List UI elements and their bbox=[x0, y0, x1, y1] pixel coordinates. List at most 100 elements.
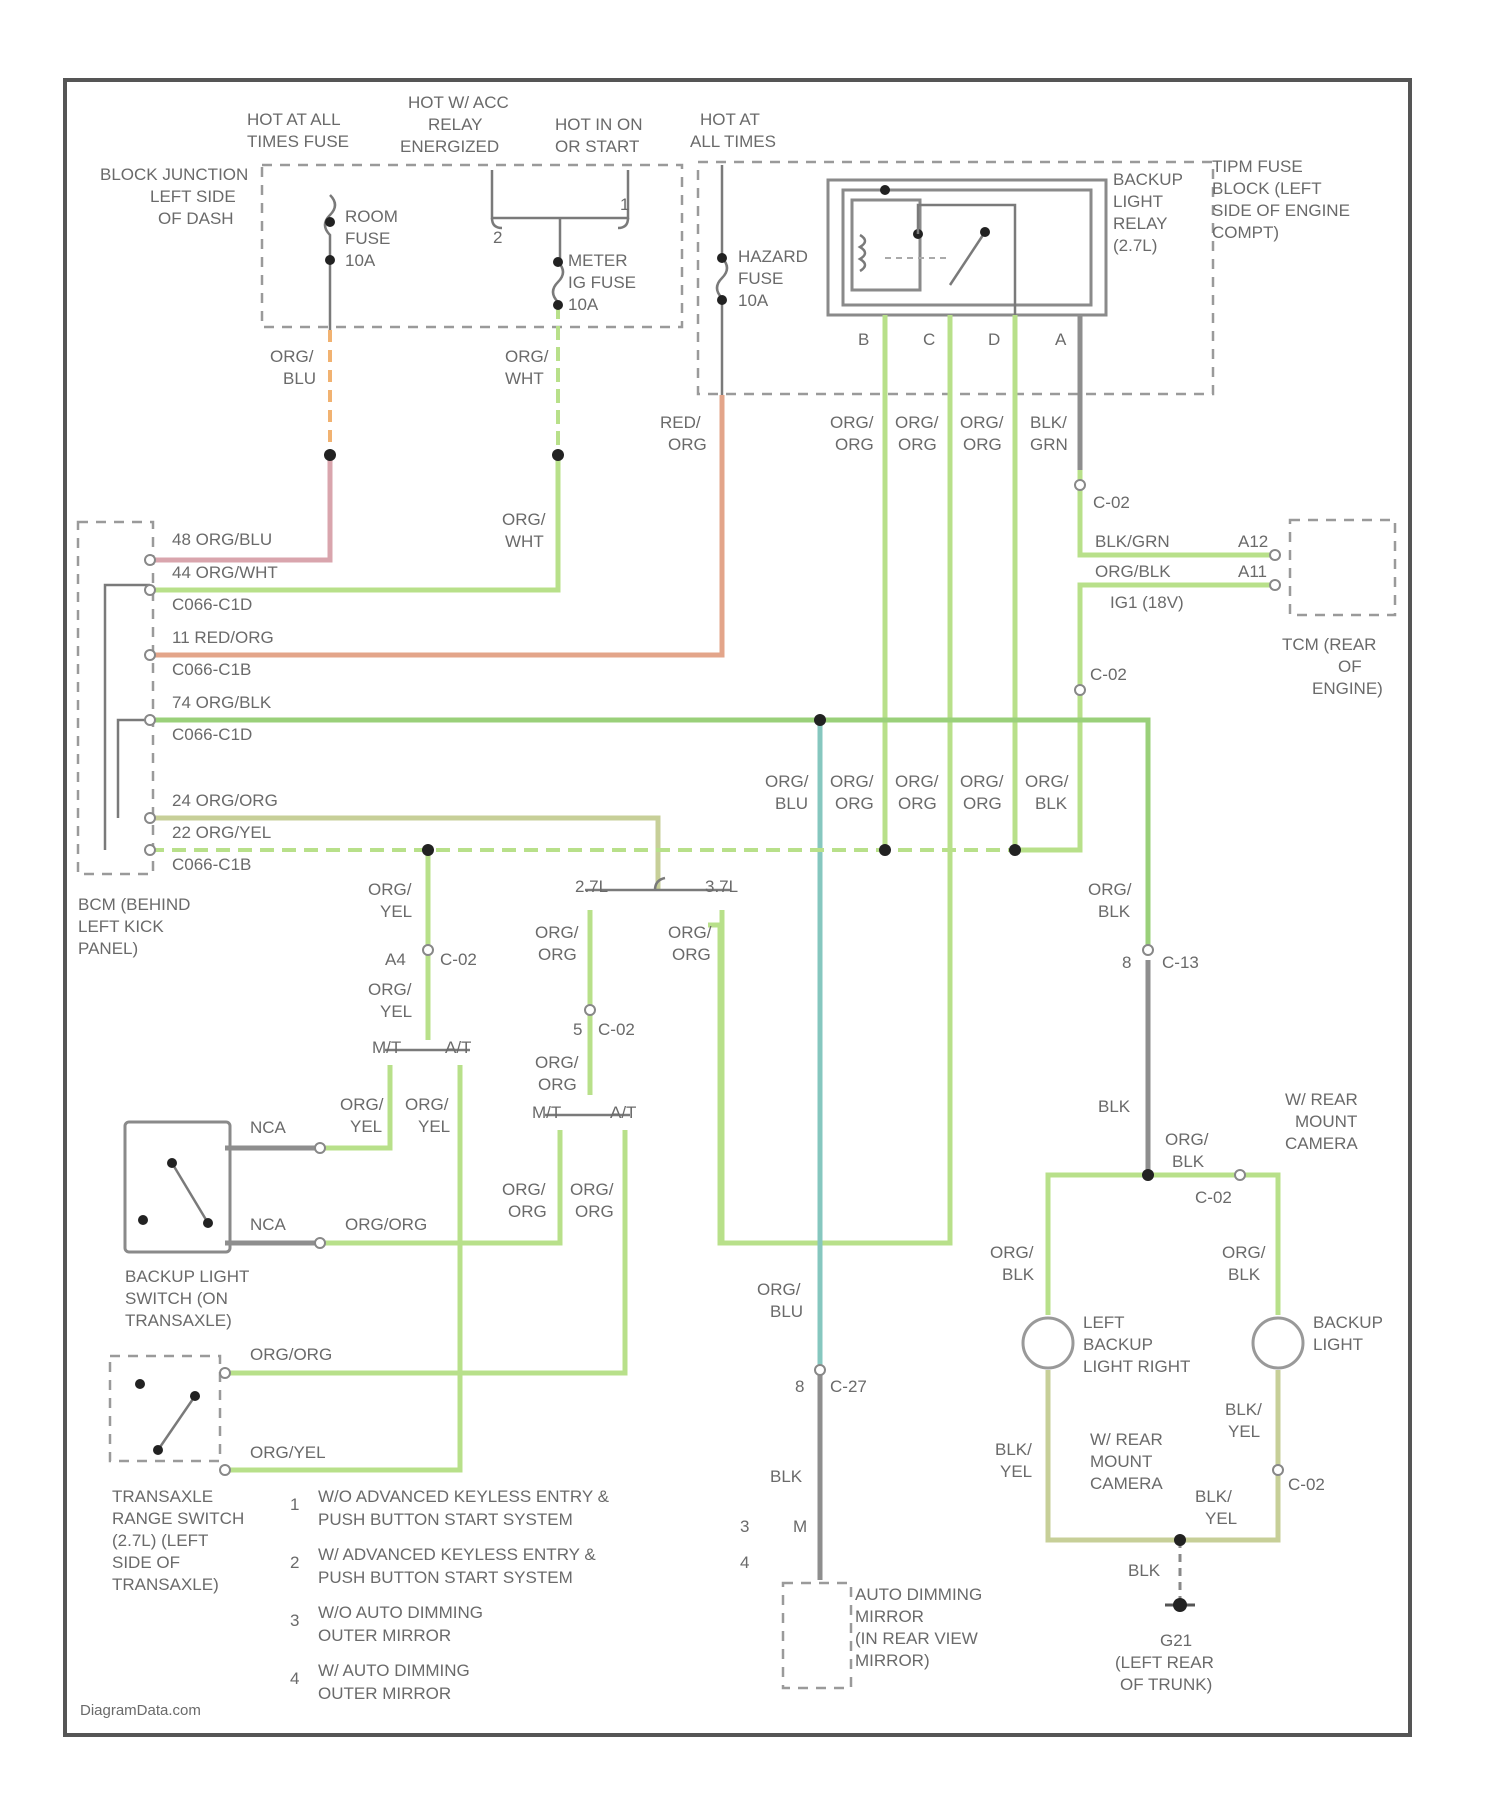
connector-label: C-02 bbox=[1288, 1475, 1325, 1494]
relay-pin-labels: B C D A bbox=[858, 330, 1067, 349]
svg-text:10A: 10A bbox=[568, 295, 599, 314]
svg-text:C: C bbox=[923, 330, 935, 349]
connector-label: C-02 bbox=[1093, 493, 1130, 512]
svg-text:ORG: ORG bbox=[538, 1075, 577, 1094]
svg-text:C066-C1B: C066-C1B bbox=[172, 855, 251, 874]
svg-text:BLOCK (LEFT: BLOCK (LEFT bbox=[1212, 179, 1322, 198]
svg-text:ORG/: ORG/ bbox=[1025, 772, 1069, 791]
svg-text:BLOCK JUNCTION: BLOCK JUNCTION bbox=[100, 165, 248, 184]
svg-text:OF DASH: OF DASH bbox=[158, 209, 234, 228]
svg-text:C066-C1B: C066-C1B bbox=[172, 660, 251, 679]
wire-label: ORG/ORG bbox=[668, 923, 712, 964]
option-label: 3.7L bbox=[705, 877, 738, 896]
connector-label: C-02 bbox=[440, 950, 477, 969]
svg-text:RED/: RED/ bbox=[660, 413, 701, 432]
room-fuse bbox=[325, 195, 335, 260]
wire-label: BLK/YEL bbox=[995, 1440, 1032, 1481]
svg-text:ORG/: ORG/ bbox=[505, 347, 549, 366]
svg-text:MOUNT: MOUNT bbox=[1295, 1112, 1357, 1131]
svg-text:AUTO DIMMING: AUTO DIMMING bbox=[855, 1585, 982, 1604]
connector-label: 8 bbox=[1122, 953, 1131, 972]
wire-label: ORG/ORG bbox=[345, 1215, 427, 1234]
label-hot-run: HOT IN ON OR START bbox=[555, 115, 643, 156]
wire-org-blk-bus bbox=[150, 720, 1148, 950]
svg-text:YEL: YEL bbox=[418, 1117, 450, 1136]
wire-label: BLK bbox=[770, 1467, 803, 1486]
bcm-pin-labels: 48 ORG/BLU 44 ORG/WHT C066-C1D 11 RED/OR… bbox=[172, 530, 278, 874]
svg-text:MIRROR): MIRROR) bbox=[855, 1651, 930, 1670]
option-label: 4 bbox=[740, 1553, 749, 1572]
svg-text:10A: 10A bbox=[738, 291, 769, 310]
wire-label: ORG/YEL bbox=[368, 980, 412, 1021]
svg-text:(IN REAR VIEW: (IN REAR VIEW bbox=[855, 1629, 978, 1648]
svg-text:ORG/: ORG/ bbox=[502, 1180, 546, 1199]
hazard-fuse bbox=[717, 258, 727, 395]
svg-text:ORG/: ORG/ bbox=[1222, 1243, 1266, 1262]
connector-label: C-02 bbox=[1090, 665, 1127, 684]
wire-label: ORG/BLU bbox=[757, 1280, 803, 1321]
svg-text:TRANSAXLE): TRANSAXLE) bbox=[112, 1575, 219, 1594]
svg-text:ORG/: ORG/ bbox=[1165, 1130, 1209, 1149]
option-label: 2.7L bbox=[575, 877, 608, 896]
svg-text:BLK: BLK bbox=[1172, 1152, 1205, 1171]
svg-text:74 ORG/BLK: 74 ORG/BLK bbox=[172, 693, 272, 712]
svg-text:BLU: BLU bbox=[283, 369, 316, 388]
svg-text:YEL: YEL bbox=[380, 902, 412, 921]
wire-label: ORG/BLU bbox=[765, 772, 809, 813]
wire-label: BLK bbox=[1128, 1561, 1161, 1580]
svg-text:LEFT: LEFT bbox=[1083, 1313, 1125, 1332]
svg-text:OF: OF bbox=[1338, 657, 1362, 676]
svg-text:10A: 10A bbox=[345, 251, 376, 270]
backup-light-switch-box bbox=[125, 1122, 230, 1252]
svg-text:OUTER MIRROR: OUTER MIRROR bbox=[318, 1626, 451, 1645]
svg-text:IG1 (18V): IG1 (18V) bbox=[1110, 593, 1184, 612]
svg-text:ORG/: ORG/ bbox=[340, 1095, 384, 1114]
svg-text:RELAY: RELAY bbox=[428, 115, 483, 134]
svg-text:24 ORG/ORG: 24 ORG/ORG bbox=[172, 791, 278, 810]
label-left-backup-light: LEFT BACKUP LIGHT RIGHT bbox=[1083, 1313, 1190, 1376]
trs-box bbox=[110, 1356, 220, 1461]
label-tcm: TCM (REAR OF ENGINE) bbox=[1282, 635, 1383, 698]
svg-text:BLK: BLK bbox=[1098, 902, 1131, 921]
svg-text:OF TRUNK): OF TRUNK) bbox=[1120, 1675, 1212, 1694]
svg-text:(2.7L): (2.7L) bbox=[1113, 236, 1157, 255]
svg-text:HOT W/ ACC: HOT W/ ACC bbox=[408, 93, 509, 112]
svg-text:G21: G21 bbox=[1160, 1631, 1192, 1650]
svg-text:PANEL): PANEL) bbox=[78, 939, 138, 958]
wire-label: ORG/BLK bbox=[990, 1243, 1035, 1284]
svg-text:SIDE OF: SIDE OF bbox=[112, 1553, 180, 1572]
tcm-box bbox=[1290, 520, 1395, 615]
svg-text:FUSE: FUSE bbox=[738, 269, 783, 288]
svg-text:ORG: ORG bbox=[835, 435, 874, 454]
svg-text:YEL: YEL bbox=[380, 1002, 412, 1021]
wire-label: ORG/YEL bbox=[340, 1095, 384, 1136]
svg-text:ORG: ORG bbox=[898, 435, 937, 454]
svg-text:W/ ADVANCED KEYLESS ENTRY &: W/ ADVANCED KEYLESS ENTRY & bbox=[318, 1545, 596, 1564]
svg-text:ORG/: ORG/ bbox=[535, 1053, 579, 1072]
svg-text:WHT: WHT bbox=[505, 369, 544, 388]
svg-text:ORG/: ORG/ bbox=[830, 413, 874, 432]
wire-label: ORG/YEL bbox=[368, 880, 412, 921]
svg-text:YEL: YEL bbox=[1000, 1462, 1032, 1481]
label-bcm: BCM (BEHIND LEFT KICK PANEL) bbox=[78, 895, 190, 958]
label-ground: G21 (LEFT REAR OF TRUNK) bbox=[1115, 1631, 1214, 1694]
svg-text:MOUNT: MOUNT bbox=[1090, 1452, 1152, 1471]
meter-fuse bbox=[553, 262, 563, 302]
wire-label: RED/ORG bbox=[660, 413, 707, 454]
svg-text:PUSH BUTTON START SYSTEM: PUSH BUTTON START SYSTEM bbox=[318, 1568, 573, 1587]
svg-text:ENERGIZED: ENERGIZED bbox=[400, 137, 499, 156]
pin-label: 1 bbox=[620, 195, 629, 214]
svg-text:OR START: OR START bbox=[555, 137, 639, 156]
wire-label: ORG/BLK bbox=[1088, 880, 1132, 921]
svg-text:ORG/: ORG/ bbox=[502, 510, 546, 529]
svg-text:ORG/: ORG/ bbox=[368, 980, 412, 999]
svg-text:YEL: YEL bbox=[1228, 1422, 1260, 1441]
svg-text:YEL: YEL bbox=[1205, 1509, 1237, 1528]
svg-text:ORG/: ORG/ bbox=[1088, 880, 1132, 899]
svg-text:ORG: ORG bbox=[508, 1202, 547, 1221]
svg-text:IG FUSE: IG FUSE bbox=[568, 273, 636, 292]
svg-text:11 RED/ORG: 11 RED/ORG bbox=[172, 628, 274, 647]
connector-label: C-27 bbox=[830, 1377, 867, 1396]
svg-text:BACKUP: BACKUP bbox=[1083, 1335, 1153, 1354]
